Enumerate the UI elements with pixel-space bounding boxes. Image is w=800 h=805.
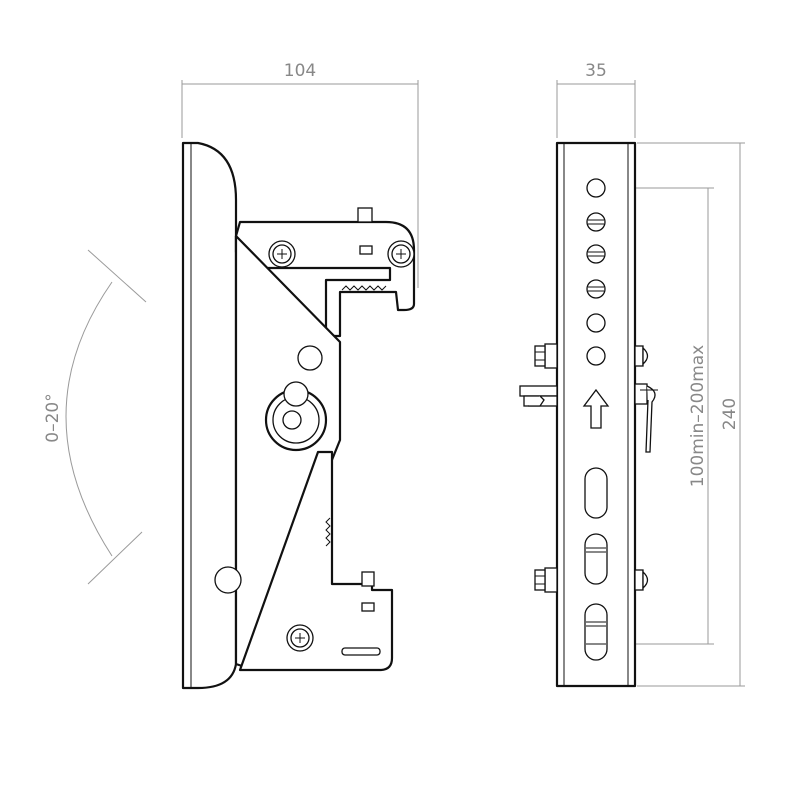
screw-upper-left-icon <box>268 240 296 268</box>
spring-clip <box>634 383 658 453</box>
screw-upper-right-icon <box>387 240 415 268</box>
dimension-side-width: 104 <box>181 61 419 288</box>
lower-bracket-slot <box>361 602 375 612</box>
pivot-boss <box>264 381 328 452</box>
screw-lower-icon <box>286 624 314 652</box>
dimension-height: 240 <box>637 142 745 687</box>
front-hole-4 <box>586 279 606 299</box>
front-hole-2 <box>586 212 606 232</box>
side-view <box>181 141 416 690</box>
dimension-tilt-angle-label: 0–20° <box>43 393 63 442</box>
front-slot-lower <box>584 603 608 661</box>
side-hole-upper <box>297 345 323 371</box>
front-hole-6 <box>586 346 606 366</box>
dimension-side-width-label: 104 <box>284 61 316 81</box>
up-arrow-icon <box>582 388 610 429</box>
front-slot-upper <box>584 467 608 519</box>
dimension-front-width-label: 35 <box>585 61 607 81</box>
nut-upper-right-icon <box>634 345 649 367</box>
pivot-pin-left <box>519 385 558 407</box>
dimension-tilt-angle: 0–20° <box>43 249 147 585</box>
dimension-hole-spacing-label: 100min–200max <box>688 345 708 488</box>
lower-bracket <box>238 450 394 672</box>
front-slot-middle <box>584 533 608 585</box>
upper-arm-top-tab <box>357 207 373 223</box>
wall-plate <box>181 141 238 690</box>
front-view <box>519 141 658 688</box>
nut-lower-left-icon <box>534 567 558 593</box>
upper-arm-slot <box>359 245 373 255</box>
front-hole-5 <box>586 313 606 333</box>
lower-bracket-long-slot <box>341 647 381 656</box>
dimension-front-width: 35 <box>556 61 636 138</box>
lower-bracket-top-tab <box>361 571 375 587</box>
dimension-height-label: 240 <box>720 398 740 430</box>
front-hole-1 <box>586 178 606 198</box>
nut-lower-right-icon <box>634 569 649 591</box>
side-hole-lower <box>214 566 242 594</box>
nut-upper-left-icon <box>534 343 558 369</box>
front-hole-3 <box>586 244 606 264</box>
